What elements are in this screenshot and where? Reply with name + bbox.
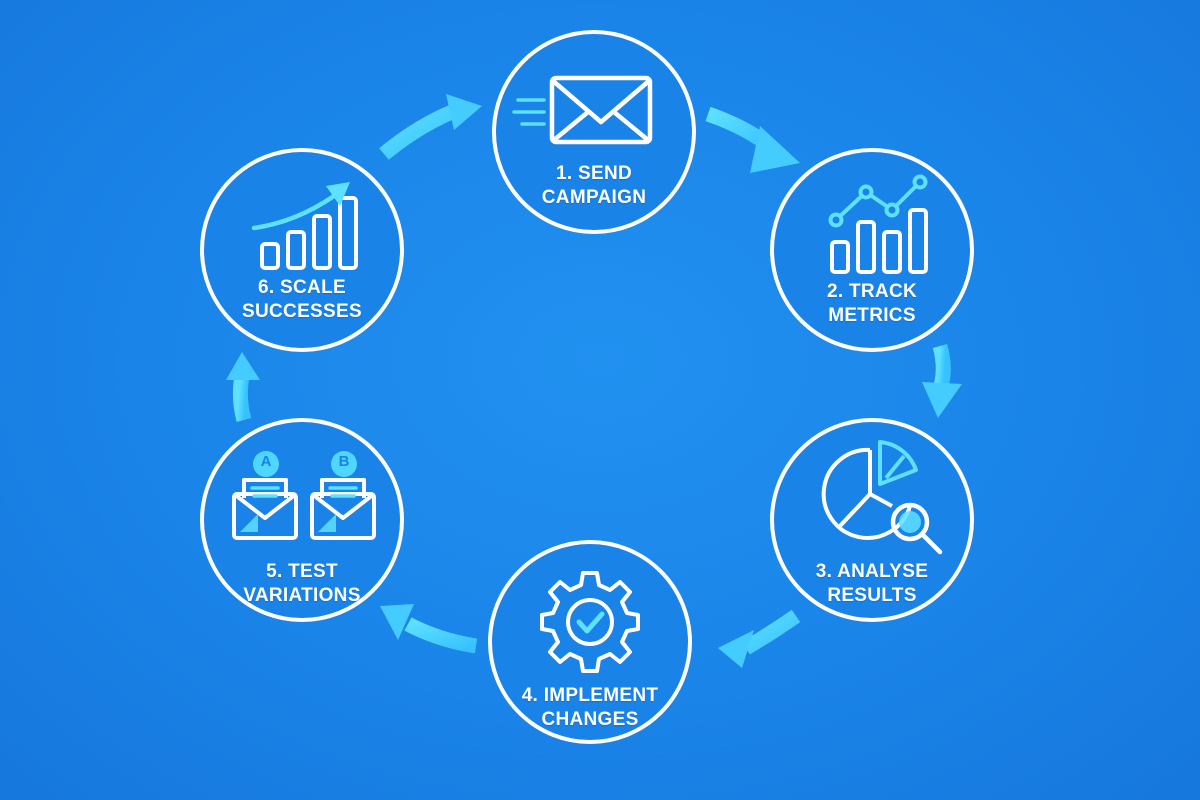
pie-chart-magnifier-icon [821,440,943,555]
step-3-title: 3. ANALYSE [815,561,929,582]
growth-chart-icon [251,182,358,270]
badge-b [331,451,357,477]
arrowhead-to-test [380,604,414,640]
arrowhead-to-implement [718,630,754,668]
arrowhead-to-scale [226,352,260,380]
step-5-title: 5. TEST [266,561,338,582]
step-6-title: 6. SCALE [258,277,346,298]
step-2-subtitle: METRICS [828,305,916,326]
step-analyse-results: 3. ANALYSE RESULTS [770,418,974,622]
arrowhead-to-send [446,94,482,130]
step-6-subtitle: SUCCESSES [242,301,362,322]
arrow-analyse-to-implement [742,609,801,655]
badge-b-label: B [338,453,350,470]
step-track-metrics: 2. TRACK METRICS [770,148,974,352]
step-4-subtitle: CHANGES [541,709,639,730]
step-scale-successes: 6. SCALE SUCCESSES [200,148,404,352]
envelope-icon [512,75,653,145]
step-1-subtitle: CAMPAIGN [541,187,647,208]
ab-test-envelopes-icon [232,451,376,540]
arrowhead-to-analyse [922,382,962,418]
step-4-title: 4. IMPLEMENT [521,685,659,706]
step-send-campaign: 1. SEND CAMPAIGN [492,30,696,234]
badge-a [253,451,279,477]
arrow-test-to-scale [232,374,252,422]
gear-check-icon [540,571,640,673]
step-implement-changes: 4. IMPLEMENT CHANGES [488,540,692,744]
step-2-title: 2. TRACK [826,281,917,302]
arrow-track-to-analyse [932,344,951,389]
bar-chart-line-icon [828,174,928,274]
arrowhead-to-track [750,126,800,173]
badge-a-label: A [260,453,272,470]
step-1-title: 1. SEND [555,163,632,184]
step-5-subtitle: VARIATIONS [243,585,361,606]
step-test-variations: A B 5. TEST VARIATIONS [200,418,404,622]
arrow-scale-to-send [379,105,455,160]
step-3-subtitle: RESULTS [827,585,917,606]
arrow-implement-to-test [404,617,478,654]
